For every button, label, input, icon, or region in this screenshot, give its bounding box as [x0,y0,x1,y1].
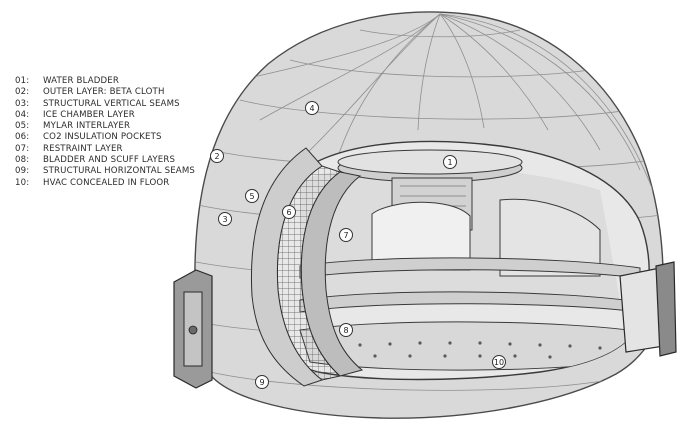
legend-number: 10: [15,177,30,188]
callout-9: 9 [255,375,269,389]
legend-item: 01: WATER BLADDER [15,76,195,87]
legend-number: 07: [15,143,30,154]
legend-number: 04: [15,109,30,120]
legend-item: 08: BLADDER AND SCUFF LAYERS [15,155,195,166]
callout-6: 6 [282,205,296,219]
callout-number: 4 [309,104,314,113]
callout-number: 6 [286,208,291,217]
legend-item: 07: RESTRAINT LAYER [15,144,195,155]
legend-label: OUTER LAYER: BETA CLOTH [43,87,165,98]
legend-number: 08: [15,155,30,166]
legend-label: WATER BLADDER [43,76,119,86]
legend-item: 09: STRUCTURAL HORIZONTAL SEAMS [15,166,195,177]
legend-item: 10: HVAC CONCEALED IN FLOOR [15,178,195,189]
interior-cutaway [250,140,650,387]
callout-4: 4 [305,101,319,115]
callout-number: 3 [222,215,227,224]
hvac-vents [358,341,602,359]
legend-number: 01: [15,76,30,86]
legend-number: 09: [15,166,30,177]
legend: 01: WATER BLADDER 02: OUTER LAYER: BETA CL… [15,76,195,189]
legend-label: STRUCTURAL HORIZONTAL SEAMS [43,166,196,177]
bladder-scuff-layer [300,171,364,377]
callout-3: 3 [218,212,232,226]
callout-number: 9 [259,378,264,387]
callout-7: 7 [339,228,353,242]
callout-10: 10 [492,355,506,369]
legend-label: HVAC CONCEALED IN FLOOR [43,177,170,188]
callout-5: 5 [245,189,259,203]
legend-label: ICE CHAMBER LAYER [43,109,135,120]
legend-label: RESTRAINT LAYER [43,143,123,154]
callout-number: 7 [343,231,348,240]
callout-number: 10 [494,358,504,367]
legend-number: 06: [15,132,30,143]
legend-item: 06: CO2 INSULATION POCKETS [15,132,195,143]
hatch-handle [188,325,198,335]
callout-8: 8 [339,323,353,337]
callout-number: 1 [447,158,452,167]
legend-item: 05: MYLAR INTERLAYER [15,121,195,132]
legend-number: 02: [15,87,30,98]
insulation-layer [250,147,324,387]
legend-item: 04: ICE CHAMBER LAYER [15,110,195,121]
legend-label: STRUCTURAL VERTICAL SEAMS [43,98,180,109]
callout-1: 1 [443,155,457,169]
right-tunnel [619,261,677,357]
callout-2: 2 [210,149,224,163]
callout-number: 2 [214,152,219,161]
legend-item: 02: OUTER LAYER: BETA CLOTH [15,87,195,98]
legend-label: BLADDER AND SCUFF LAYERS [43,155,176,166]
legend-item: 03: STRUCTURAL VERTICAL SEAMS [15,99,195,110]
legend-label: CO2 INSULATION POCKETS [43,132,162,143]
callout-number: 5 [249,192,254,201]
partition-wall [371,201,471,271]
callout-number: 8 [343,326,348,335]
left-hatch [173,269,213,389]
legend-label: MYLAR INTERLAYER [43,121,131,132]
legend-number: 03: [15,98,30,109]
legend-number: 05: [15,121,30,132]
